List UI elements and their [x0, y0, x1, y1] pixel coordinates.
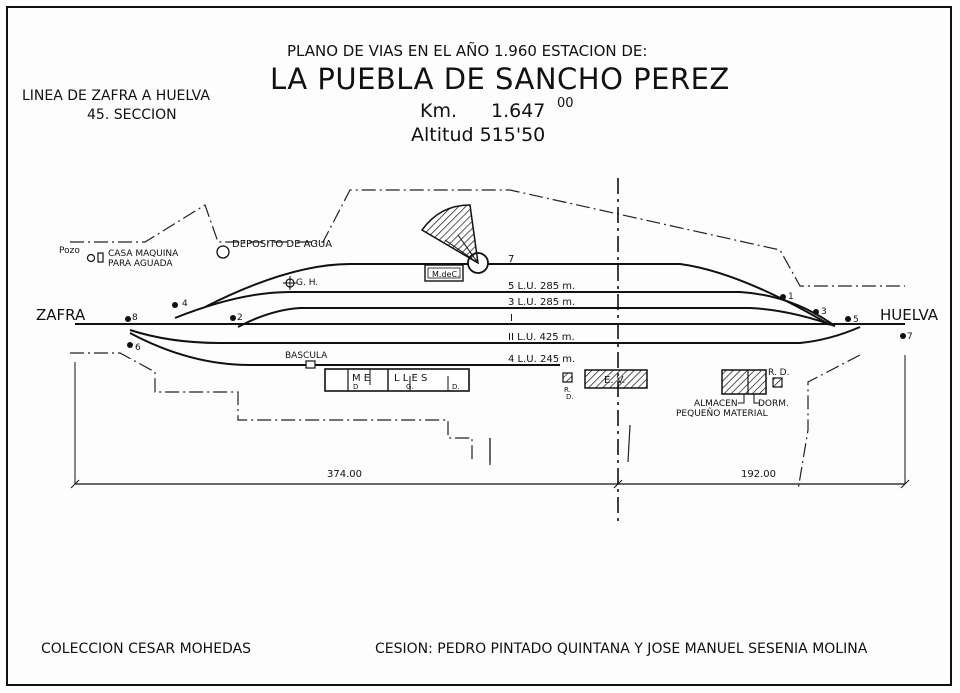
me-sub-label: D — [353, 383, 358, 391]
boundary-right — [797, 354, 861, 491]
track-7-label: 7 — [508, 254, 514, 265]
lles-label: L L E S — [394, 373, 427, 384]
boundary-upper — [70, 189, 905, 287]
mdec-building — [424, 264, 464, 282]
casa-maquina-label: CASA MAQUINA — [108, 249, 179, 259]
track-4-label: 4 L.U. 245 m. — [508, 354, 575, 365]
me-label: M E — [352, 373, 370, 384]
track-5-label: 5 L.U. 285 m. — [508, 281, 575, 292]
switch-2-dot — [230, 315, 236, 321]
altitude: Altitud 515'50 — [411, 124, 546, 146]
dimension-right-value: 192.00 — [741, 469, 776, 480]
boundary-lower — [70, 352, 473, 462]
dimension-arrow-right — [900, 479, 910, 489]
switch-8-label: 8 — [132, 313, 138, 323]
rd-left-building — [562, 372, 573, 383]
mdec-label: M.deC. — [432, 270, 460, 279]
endpoint-zafra: ZAFRA — [36, 306, 86, 324]
footer-collection: COLECCION CESAR MOHEDAS — [41, 641, 252, 657]
bascula-label: BASCULA — [285, 351, 328, 361]
rd-right-building — [772, 377, 783, 388]
switch-markers — [125, 294, 906, 348]
dimension-left-value: 374.00 — [327, 469, 362, 480]
water-deposit-icon — [216, 245, 230, 259]
almacen-building — [721, 369, 767, 395]
almacen-label: ALMACEN — [694, 399, 738, 409]
rd-left-sub-label: D. — [566, 393, 574, 401]
rd-right-label: R. D. — [768, 368, 789, 378]
fan-track-lines — [444, 234, 479, 264]
track-3-label: 3 L.U. 285 m. — [508, 297, 575, 308]
switch-8-dot — [125, 316, 131, 322]
track-2-label: II L.U. 425 m. — [508, 332, 575, 343]
pump-house-icon — [97, 252, 104, 263]
dimension-arrow-left — [70, 479, 80, 489]
rd-left-label: R. — [564, 386, 571, 394]
km-value: 1.647 — [491, 100, 546, 122]
km-superscript: 00 — [557, 96, 574, 111]
almacen-leader — [738, 394, 745, 404]
endpoint-huelva: HUELVA — [880, 306, 939, 324]
switch-2-label: 2 — [237, 313, 243, 323]
track-4 — [129, 332, 560, 366]
switch-5-dot — [845, 316, 851, 322]
switch-7-label: 7 — [907, 332, 913, 342]
gh-label: G. H. — [296, 278, 318, 288]
switch-5-label: 5 — [853, 315, 859, 325]
para-aguada-label: PARA AGUADA — [108, 259, 173, 269]
switch-7-dot — [900, 333, 906, 339]
line-name: LINEA DE ZAFRA A HUELVA — [22, 88, 210, 104]
deposito-label: DEPOSITO DE AGUA — [232, 239, 332, 250]
track-7 — [204, 263, 831, 326]
track-5 — [174, 291, 833, 325]
switch-6-dot — [127, 342, 133, 348]
switch-6-label: 6 — [135, 343, 141, 353]
track-II — [129, 326, 861, 344]
mdec-inner — [427, 267, 461, 279]
switch-4-dot — [172, 302, 178, 308]
track-1-label: I — [510, 313, 513, 324]
plan-subtitle: PLANO DE VIAS EN EL AÑO 1.960 ESTACION D… — [287, 42, 648, 60]
switch-3-dot — [813, 309, 819, 315]
pozo-label: Pozo — [59, 246, 80, 256]
switch-1-label: 1 — [788, 292, 794, 302]
lles-sub-d-label: D. — [452, 383, 460, 391]
engine-shed-fan — [420, 204, 479, 265]
switch-1-dot — [780, 294, 786, 300]
boundary-lower-east — [627, 424, 631, 463]
drawing-frame — [6, 6, 952, 686]
ev-label: E. V. — [604, 375, 625, 386]
weighbridge — [305, 360, 316, 369]
switch-4-label: 4 — [182, 299, 188, 309]
lles-sub-g-label: G. — [406, 383, 414, 391]
switch-3-label: 3 — [821, 307, 827, 317]
track-3 — [237, 307, 836, 328]
ev-building — [584, 369, 648, 389]
well-icon — [86, 253, 96, 263]
pequeno-material-label: PEQUEÑO MATERIAL — [676, 408, 768, 419]
dimension-arrow-mid — [613, 479, 623, 489]
dorm-label: DORM. — [758, 399, 789, 409]
km-label: Km. — [420, 100, 458, 122]
section-name: 45. SECCION — [87, 107, 177, 123]
footer-cession: CESION: PEDRO PINTADO QUINTANA Y JOSE MA… — [375, 641, 868, 657]
dorm-leader — [753, 394, 760, 404]
station-building — [324, 368, 470, 392]
station-title: LA PUEBLA DE SANCHO PEREZ — [270, 62, 730, 96]
